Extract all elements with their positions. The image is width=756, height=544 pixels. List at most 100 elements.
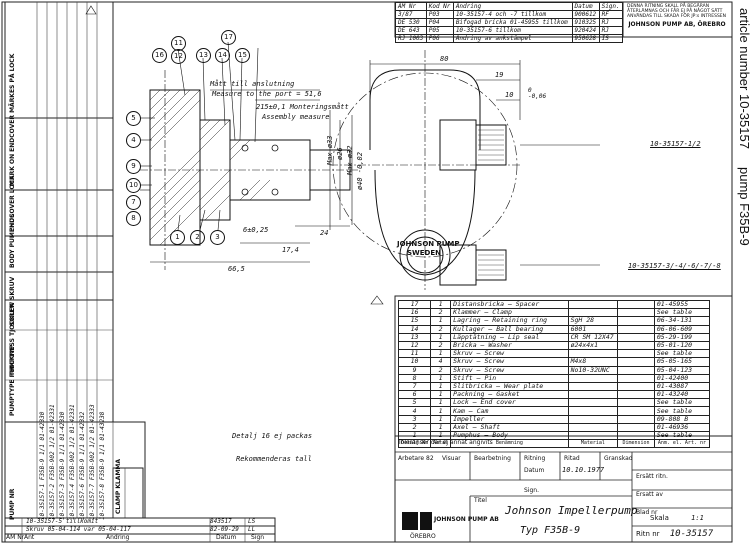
dim-19: 19: [495, 71, 504, 79]
parts-cell: Skruv – Screw: [450, 357, 569, 367]
parts-cell: 4: [397, 406, 432, 416]
parts-cell: 2: [430, 340, 452, 351]
parts-cell: 6: [397, 390, 432, 400]
callout-16: 16: [152, 48, 167, 63]
parts-cell: 11: [397, 349, 432, 359]
nameplate-line-1: JOHNSON PUMP: [397, 240, 460, 248]
parts-cell: 05-01-120: [653, 340, 711, 351]
drawing-title-1: Johnson Impellerpump: [505, 504, 638, 517]
recommend-note: Rekommenderas tall: [236, 455, 312, 463]
drawn-value: Ritad: [564, 455, 580, 462]
parts-cell: [617, 373, 655, 383]
company-name: JOHNSON PUMP AB: [434, 516, 499, 523]
callout-7: 7: [126, 195, 141, 210]
dim-24: 24: [320, 229, 329, 237]
parts-cell: 01-46936: [653, 422, 711, 433]
drawing-number-block: Ritn nr 10-35157: [636, 529, 714, 539]
measure-note-2: Measure to the port = 51,6: [212, 90, 322, 98]
parts-cell: 01-45955: [653, 299, 711, 310]
parts-cell: Klammer – Clamp: [450, 308, 569, 318]
parts-cell: Dimension: [617, 439, 655, 449]
parts-cell: [617, 324, 655, 334]
parts-cell: 1: [430, 373, 452, 383]
parts-cell: [617, 430, 655, 441]
viewer-label: Visuar: [442, 455, 461, 462]
parts-cell: [567, 414, 619, 424]
scale-label-visible: Skala 1:1: [650, 514, 704, 522]
title-label: Titel: [474, 497, 487, 504]
parts-cell: 4: [430, 357, 452, 367]
parts-cell: [567, 398, 619, 408]
parts-cell: 8: [397, 373, 432, 383]
variant-row: 10-35157-8 F35B-9 1/1 01-43238: [99, 411, 106, 520]
parts-cell: 12: [397, 340, 432, 351]
parts-cell: 1: [430, 390, 452, 400]
parts-cell: [617, 340, 655, 351]
parts-cell: 1: [430, 316, 452, 326]
parts-cell: 05-05-165: [653, 357, 711, 367]
checked-label: Granskad: [604, 455, 633, 462]
parts-cell: [567, 390, 619, 400]
dim-66-5: 66,5: [228, 265, 245, 273]
dim-17-4: 17,4: [282, 246, 299, 254]
parts-cell: 01-43240: [653, 390, 711, 400]
callout-13: 13: [196, 48, 211, 63]
parts-cell: 14: [397, 324, 432, 334]
parts-cell: [567, 299, 619, 310]
scale-value: 1:1: [691, 514, 704, 522]
variant-header-clamp: CLAMP KLAMMA: [115, 458, 122, 514]
nameplate-line-2: SWEDEN: [407, 249, 441, 257]
revision-header-row: ÄM Nr Kod Nr Ändring Datum Sign.: [395, 2, 624, 11]
variant-header-mark: MARK ON ENDCOVER MÄRKES PÅ LOCK: [9, 53, 16, 186]
callout-4: 4: [126, 133, 141, 148]
parts-cell: 5: [397, 398, 432, 408]
parts-cell: 1: [430, 406, 452, 416]
company-notice: DENNA RITNING SKALL PÅ BEGÄRAN ÅTERLÄMNA…: [627, 4, 727, 28]
parts-cell: [617, 414, 655, 424]
parts-cell: [567, 422, 619, 433]
article-number-label: article number 10-35157 pump F35B-9: [737, 8, 752, 246]
parts-cell: [617, 299, 655, 310]
parts-cell: 01-43087: [653, 381, 711, 392]
parts-cell: Material: [567, 439, 619, 449]
dim-80: 80: [440, 55, 449, 63]
parts-cell: 17: [397, 299, 432, 310]
revision-table: ÄM Nr Kod Nr Ändring Datum Sign. 3/87 P0…: [395, 2, 624, 43]
callout-10: 10: [126, 178, 141, 193]
parts-cell: [617, 398, 655, 408]
parts-cell: Distansbricka – Spacer: [450, 299, 569, 310]
parts-cell: Stift – Pin: [450, 373, 569, 383]
callout-15: 15: [235, 48, 250, 63]
callout-17: 17: [221, 30, 236, 45]
variant-row: 10-35157-6 F35B-9 1/1 01-42332: [79, 411, 86, 520]
parts-cell: [567, 349, 619, 359]
dim-215: 215±0,1 Monteringsmått: [256, 103, 349, 111]
parts-cell: 10: [397, 357, 432, 367]
variant-row: 10-35157-4 F35B-902 1/2 01-42331: [69, 404, 76, 520]
dim-max33: Max ø33: [326, 135, 334, 165]
parts-cell: See table: [653, 406, 711, 416]
parts-cell: Skruv – Screw: [450, 365, 569, 375]
dim-6: 6±0,25: [243, 226, 269, 234]
dim-26: ø26: [336, 147, 344, 160]
variant-row: 10-35157-3 F35B-9 1/1 01-42330: [59, 411, 66, 520]
parts-cell: M4x8: [567, 357, 619, 367]
variant-row: 10-35157-1 F35B-9 1/1 01-42330: [39, 411, 46, 520]
dim-10-tolerance: 0 -0,06: [528, 87, 547, 100]
parts-cell: See table: [653, 349, 711, 359]
parts-cell: Lagring – Retaining ring: [450, 316, 569, 326]
parts-cell: 9: [397, 365, 432, 375]
parts-cell: [617, 381, 655, 392]
callout-9: 9: [126, 159, 141, 174]
parts-cell: See table: [653, 430, 711, 441]
parts-cell: [617, 357, 655, 367]
parts-cell: 1: [430, 381, 452, 392]
